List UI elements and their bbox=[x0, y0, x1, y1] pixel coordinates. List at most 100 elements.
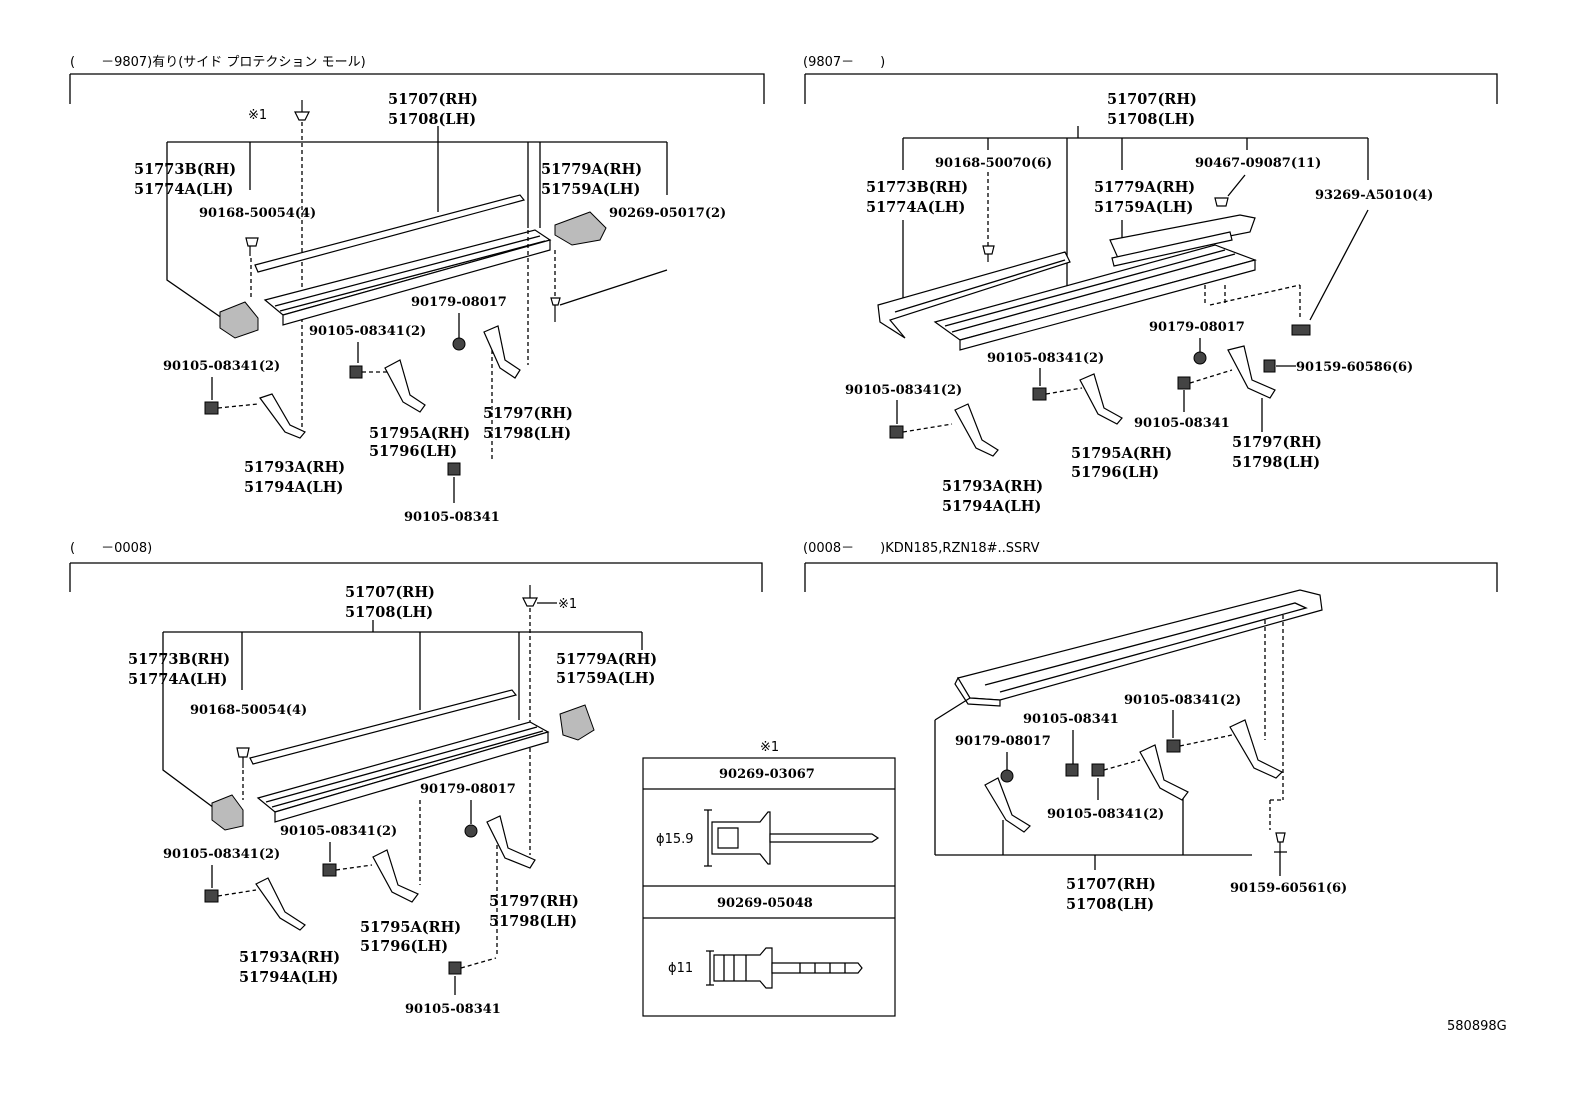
bolt-g-label[interactable]: 90105-08341(2) bbox=[1047, 807, 1164, 822]
rivet-row-1-dia: ϕ15.9 bbox=[656, 832, 694, 847]
bolt-b-icon bbox=[322, 863, 337, 877]
bracket-c-rh-label[interactable]: 51797(RH) bbox=[483, 405, 573, 422]
rear-cap-lh-label[interactable]: 51759A(LH) bbox=[556, 670, 655, 687]
bracket-a-lh-label[interactable]: 51794A(LH) bbox=[244, 479, 343, 496]
section-top-left: ( －9807)有り(サイド プロテクション モール) 51707(RH) 51… bbox=[69, 55, 765, 525]
bolt-c-label[interactable]: 90105-08341 bbox=[404, 510, 500, 525]
bracket-c-icon bbox=[1227, 345, 1276, 399]
bracket-b-rh-label[interactable]: 51795A(RH) bbox=[369, 425, 470, 442]
rivet-small-icon bbox=[706, 947, 863, 989]
rear-cap-rh-label[interactable]: 51779A(RH) bbox=[1094, 179, 1195, 196]
bolt-g-icon bbox=[1091, 763, 1105, 777]
clip-label[interactable]: 90168-50070(6) bbox=[935, 156, 1052, 171]
bracket-c-rh-label[interactable]: 51797(RH) bbox=[1232, 434, 1322, 451]
bolt-b-label[interactable]: 90105-08341(2) bbox=[309, 324, 426, 339]
end-cap-lh-label[interactable]: 51774A(LH) bbox=[866, 199, 965, 216]
rear-cap-icon bbox=[559, 704, 595, 741]
rivet-mark: ※1 bbox=[248, 108, 267, 123]
rear-cap-icon bbox=[1109, 214, 1256, 259]
bolt-c-dashed bbox=[460, 957, 497, 969]
bolt-b-dashed bbox=[335, 864, 373, 871]
bracket-a-rh-label[interactable]: 51793A(RH) bbox=[239, 949, 340, 966]
bracket-b-lh-label[interactable]: 51796(LH) bbox=[369, 443, 457, 460]
bracket-b-rh-label[interactable]: 51795A(RH) bbox=[360, 919, 461, 936]
main-part-lh-label[interactable]: 51708(LH) bbox=[1107, 111, 1195, 128]
bracket-c-lh-label[interactable]: 51798(LH) bbox=[1232, 454, 1320, 471]
bracket-a-lh-label[interactable]: 51794A(LH) bbox=[239, 969, 338, 986]
bolt-a-label[interactable]: 90105-08341(2) bbox=[163, 847, 280, 862]
bolt-d-label[interactable]: 90159-60586(6) bbox=[1296, 360, 1413, 375]
section-bracket-frame bbox=[69, 73, 765, 104]
bracket-c-lh-label[interactable]: 51798(LH) bbox=[489, 913, 577, 930]
rivet-row-2-part: 90269-05048 bbox=[717, 896, 813, 911]
rear-cap-lh-label[interactable]: 51759A(LH) bbox=[1094, 199, 1193, 216]
bolt-c-label[interactable]: 90105-08341 bbox=[405, 1002, 501, 1017]
end-cap-icon bbox=[219, 301, 259, 339]
rear-cap-lh-label[interactable]: 51759A(LH) bbox=[541, 181, 640, 198]
bracket-c-lh-label[interactable]: 51798(LH) bbox=[483, 425, 571, 442]
bracket-b-lh-label[interactable]: 51796(LH) bbox=[1071, 464, 1159, 481]
main-part-rh-label[interactable]: 51707(RH) bbox=[1066, 876, 1156, 893]
rivet-icon bbox=[294, 100, 310, 121]
bolt-e-label[interactable]: 90105-08341(2) bbox=[1124, 693, 1241, 708]
main-part-rh-label[interactable]: 51707(RH) bbox=[388, 91, 478, 108]
bolt-c-dashed bbox=[1189, 369, 1233, 384]
section-header: (9807－ ) bbox=[803, 55, 885, 70]
end-cap-lh-label[interactable]: 51774A(LH) bbox=[134, 181, 233, 198]
screw-label[interactable]: 90467-09087(11) bbox=[1195, 156, 1321, 171]
bolt-b-label[interactable]: 90105-08341(2) bbox=[280, 824, 397, 839]
section-bottom-left: ( －0008) 51707(RH) 51708(LH) ※1 51773B(R… bbox=[69, 541, 763, 1017]
molding-strip bbox=[249, 689, 518, 765]
main-part-rh-label[interactable]: 51707(RH) bbox=[345, 584, 435, 601]
bracket-a-lh-label[interactable]: 51794A(LH) bbox=[942, 498, 1041, 515]
clip-icon bbox=[982, 245, 995, 262]
nut-label[interactable]: 90179-08017 bbox=[1149, 320, 1245, 335]
clip-icon bbox=[245, 237, 259, 256]
rivet-part-label[interactable]: 90269-05017(2) bbox=[609, 206, 726, 221]
rivet-row-1-part: 90269-03067 bbox=[719, 767, 815, 782]
nut-label[interactable]: 90179-08017 bbox=[955, 734, 1051, 749]
clip-label[interactable]: 90168-50054(4) bbox=[190, 703, 307, 718]
rivet-table: ※1 90269-03067 ϕ15.9 90269-05048 ϕ11 bbox=[642, 740, 896, 1017]
step-plate-ribs bbox=[944, 249, 1236, 333]
section-header: ( －0008) bbox=[70, 541, 152, 556]
main-part-lh-label[interactable]: 51708(LH) bbox=[345, 604, 433, 621]
main-part-lh-label[interactable]: 51708(LH) bbox=[388, 111, 476, 128]
bracket-b-icon bbox=[384, 359, 426, 413]
leader-lines bbox=[902, 126, 1369, 321]
main-part-rh-label[interactable]: 51707(RH) bbox=[1107, 91, 1197, 108]
rear-cap-rh-label[interactable]: 51779A(RH) bbox=[541, 161, 642, 178]
nut-label[interactable]: 90179-08017 bbox=[420, 782, 516, 797]
end-cap-rh-label[interactable]: 51773B(RH) bbox=[866, 179, 968, 196]
bolt-a-label[interactable]: 90105-08341(2) bbox=[163, 359, 280, 374]
bolt-f-label[interactable]: 90105-08341 bbox=[1023, 712, 1119, 727]
bracket-b-icon bbox=[372, 849, 419, 903]
section-bottom-right: (0008－ )KDN185,RZN18#..SSRV 90105-08341(… bbox=[803, 541, 1498, 913]
bracket-a-rh-label[interactable]: 51793A(RH) bbox=[942, 478, 1043, 495]
bolt-c-icon bbox=[448, 961, 462, 975]
bolt-b-icon bbox=[1032, 387, 1047, 401]
nut-label[interactable]: 90179-08017 bbox=[411, 295, 507, 310]
bolt-b-icon bbox=[349, 365, 363, 379]
bracket-b-rh-label[interactable]: 51795A(RH) bbox=[1071, 445, 1172, 462]
bolt-a-label[interactable]: 90105-08341(2) bbox=[845, 383, 962, 398]
clip-label[interactable]: 90168-50054(4) bbox=[199, 206, 316, 221]
rear-cap-rh-label[interactable]: 51779A(RH) bbox=[556, 651, 657, 668]
end-cap-lh-label[interactable]: 51774A(LH) bbox=[128, 671, 227, 688]
bolt-d-label[interactable]: 90159-60561(6) bbox=[1230, 881, 1347, 896]
step-plate-side bbox=[959, 259, 1256, 351]
nut-icon bbox=[1193, 351, 1207, 365]
bolt-c-label[interactable]: 90105-08341 bbox=[1134, 416, 1230, 431]
bracket-b-lh-label[interactable]: 51796(LH) bbox=[360, 938, 448, 955]
bolt-a-icon bbox=[889, 425, 904, 439]
end-cap-rh-label[interactable]: 51773B(RH) bbox=[134, 161, 236, 178]
dashed-c bbox=[1209, 284, 1301, 306]
clip-icon bbox=[236, 747, 250, 768]
end-cap-rh-label[interactable]: 51773B(RH) bbox=[128, 651, 230, 668]
section-bracket-frame bbox=[804, 73, 1498, 104]
bracket-a-rh-label[interactable]: 51793A(RH) bbox=[244, 459, 345, 476]
bracket-c-rh-label[interactable]: 51797(RH) bbox=[489, 893, 579, 910]
main-part-lh-label[interactable]: 51708(LH) bbox=[1066, 896, 1154, 913]
bolt-big-label[interactable]: 93269-A5010(4) bbox=[1315, 188, 1433, 203]
bolt-b-label[interactable]: 90105-08341(2) bbox=[987, 351, 1104, 366]
